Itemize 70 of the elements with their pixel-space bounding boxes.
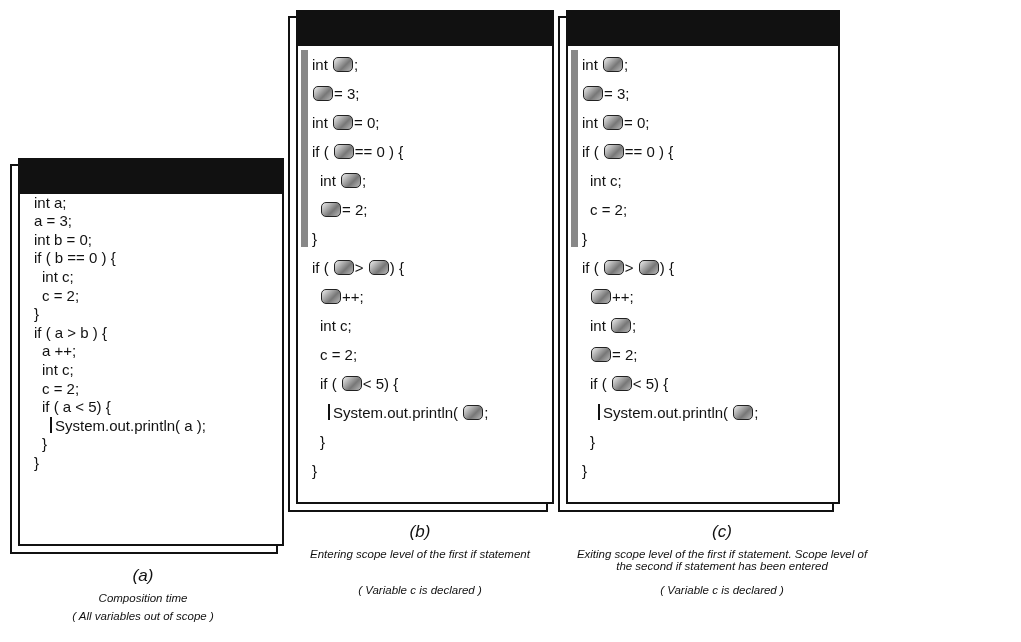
caption-text: ( Variable c is declared ) <box>659 584 785 596</box>
code-text: if ( <box>590 374 608 392</box>
code-line: } <box>320 432 325 450</box>
code-text: = 0; <box>624 113 650 131</box>
code-line: int c; <box>42 267 74 285</box>
code-line: c = 2; <box>320 345 358 363</box>
code-line: } <box>34 305 39 323</box>
code-text: < 5) { <box>632 374 669 392</box>
code-line: int c; <box>320 316 352 334</box>
code-line: } <box>312 461 317 479</box>
code-line: if ( a > b ) { <box>34 323 107 341</box>
code-line: int c; <box>590 171 622 189</box>
code-text: = 3; <box>334 84 360 102</box>
code-text: ; <box>362 171 367 189</box>
code-text: ; <box>754 403 759 421</box>
code-line: } <box>34 453 39 471</box>
code-text: if ( <box>582 142 600 160</box>
code-text: ; <box>632 316 637 334</box>
code-text: > <box>354 258 365 276</box>
code-text: if ( <box>312 142 330 160</box>
code-text: if ( <box>312 258 330 276</box>
code-line: c = 2; <box>42 379 80 397</box>
code-line: int b = 0; <box>34 230 92 248</box>
code-line: } <box>42 435 47 453</box>
code-text: ; <box>484 403 489 421</box>
code-line: int a; <box>34 193 67 211</box>
code-text: > <box>624 258 635 276</box>
code-text: = 2; <box>612 345 638 363</box>
caption-text: ( Variable c is declared ) <box>357 584 483 596</box>
panel-label: (a) <box>131 566 155 586</box>
panel-label: (c) <box>711 522 733 542</box>
code-text: == 0 ) { <box>624 142 674 160</box>
caption-text: Exiting scope level of the first if statement. Scope level of the second if statement has been entered <box>575 548 869 572</box>
code-text: = 0; <box>354 113 380 131</box>
code-text: if ( <box>582 258 600 276</box>
code-text: ++; <box>612 287 634 305</box>
code-text: int <box>590 316 607 334</box>
code-line: if ( a < 5) { <box>42 398 111 416</box>
code-text: int <box>312 55 329 73</box>
code-text: int <box>312 113 329 131</box>
caption-text: Entering scope level of the first if statement <box>309 548 532 560</box>
code-line: if ( b == 0 ) { <box>34 249 116 267</box>
code-line: } <box>312 229 317 247</box>
code-line: a ++; <box>42 342 77 360</box>
code-text: ) { <box>389 258 404 276</box>
code-text: ) { <box>659 258 674 276</box>
code-text: == 0 ) { <box>354 142 404 160</box>
code-text: int <box>582 55 599 73</box>
code-text: = 3; <box>604 84 630 102</box>
code-text: if ( <box>320 374 338 392</box>
code-text: < 5) { <box>362 374 399 392</box>
code-text: System.out.println( <box>333 403 460 421</box>
code-line: c = 2; <box>590 200 628 218</box>
code-text: ; <box>354 55 359 73</box>
caption-text: ( All variables out of scope ) <box>71 610 215 622</box>
code-text: = 2; <box>342 200 368 218</box>
code-text: System.out.println( <box>603 403 730 421</box>
code-line: int c; <box>42 360 74 378</box>
panel-label: (b) <box>408 522 432 542</box>
code-text: ; <box>624 55 629 73</box>
code-line: } <box>582 229 587 247</box>
code-line: c = 2; <box>42 286 80 304</box>
code-text: int <box>320 171 337 189</box>
code-text: System.out.println( a ); <box>55 416 206 434</box>
code-line: a = 3; <box>34 212 72 230</box>
code-line: } <box>590 432 595 450</box>
code-line: } <box>582 461 587 479</box>
caption-text: Composition time <box>97 592 189 604</box>
code-text: int <box>582 113 599 131</box>
code-text: ++; <box>342 287 364 305</box>
